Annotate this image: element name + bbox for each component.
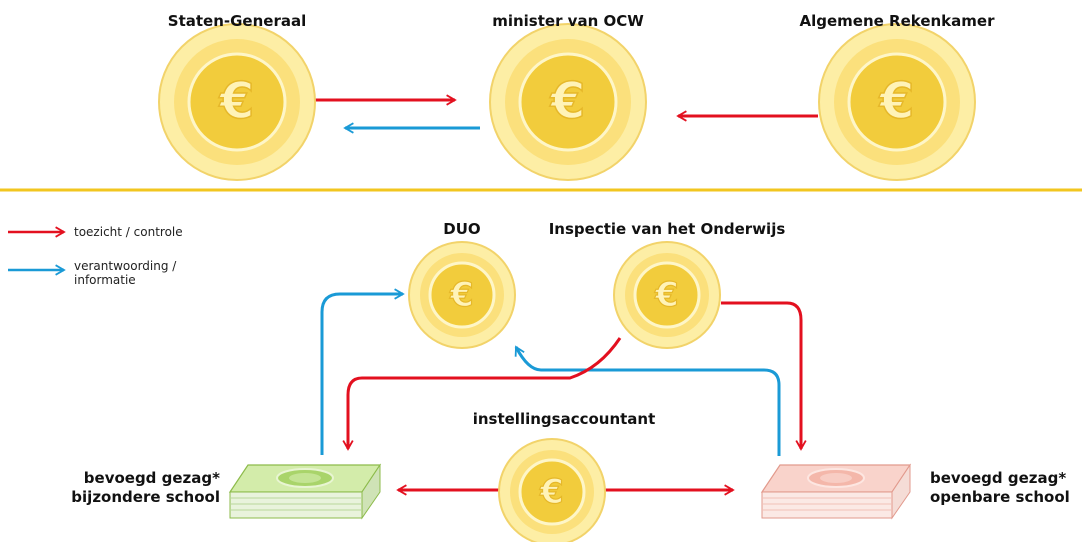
label-openbaar-line2: openbare school: [930, 488, 1070, 506]
svg-text:€: €: [550, 72, 586, 130]
euro-coin-icon: €: [818, 23, 976, 181]
euro-coin-icon: €: [408, 241, 516, 349]
label-openbaar: bevoegd gezag* openbare school: [930, 469, 1070, 507]
euro-coin-icon: €: [498, 438, 606, 546]
svg-text:€: €: [449, 275, 474, 315]
arrow-bijzonder-to-duo: [320, 294, 403, 455]
banknote-stack-icon: [228, 463, 382, 520]
legend-supervision: toezicht / controle: [74, 225, 183, 239]
arrow-inspectie-to-openbaar: [721, 301, 801, 449]
svg-text:€: €: [219, 72, 255, 130]
label-duo: DUO: [443, 220, 481, 238]
svg-text:€: €: [539, 472, 564, 512]
label-accountant: instellingsaccountant: [472, 410, 656, 428]
label-staten-generaal: Staten-Generaal: [167, 12, 307, 30]
legend-accountability-line2: informatie: [74, 273, 136, 287]
label-bijzonder-line1: bevoegd gezag*: [83, 469, 220, 487]
svg-text:€: €: [654, 275, 679, 315]
label-inspectie: Inspectie van het Onderwijs: [548, 220, 786, 238]
label-minister: minister van OCW: [492, 12, 644, 30]
label-bijzonder-line2: bijzondere school: [71, 488, 220, 506]
euro-coin-icon: €: [158, 23, 316, 181]
euro-coin-icon: €: [613, 241, 721, 349]
label-rekenkamer: Algemene Rekenkamer: [799, 12, 995, 30]
label-bijzonder: bevoegd gezag* bijzondere school: [71, 469, 220, 507]
banknote-stack-icon: [760, 463, 912, 520]
arrow-inspectie-to-bijzonder: [348, 337, 622, 449]
legend-accountability-line1: verantwoording /: [74, 259, 177, 273]
arrow-openbaar-to-duo: [514, 347, 781, 456]
euro-coin-icon: €: [489, 23, 647, 181]
legend-accountability: verantwoording / informatie: [74, 259, 176, 287]
label-openbaar-line1: bevoegd gezag*: [930, 469, 1067, 487]
svg-text:€: €: [879, 72, 915, 130]
